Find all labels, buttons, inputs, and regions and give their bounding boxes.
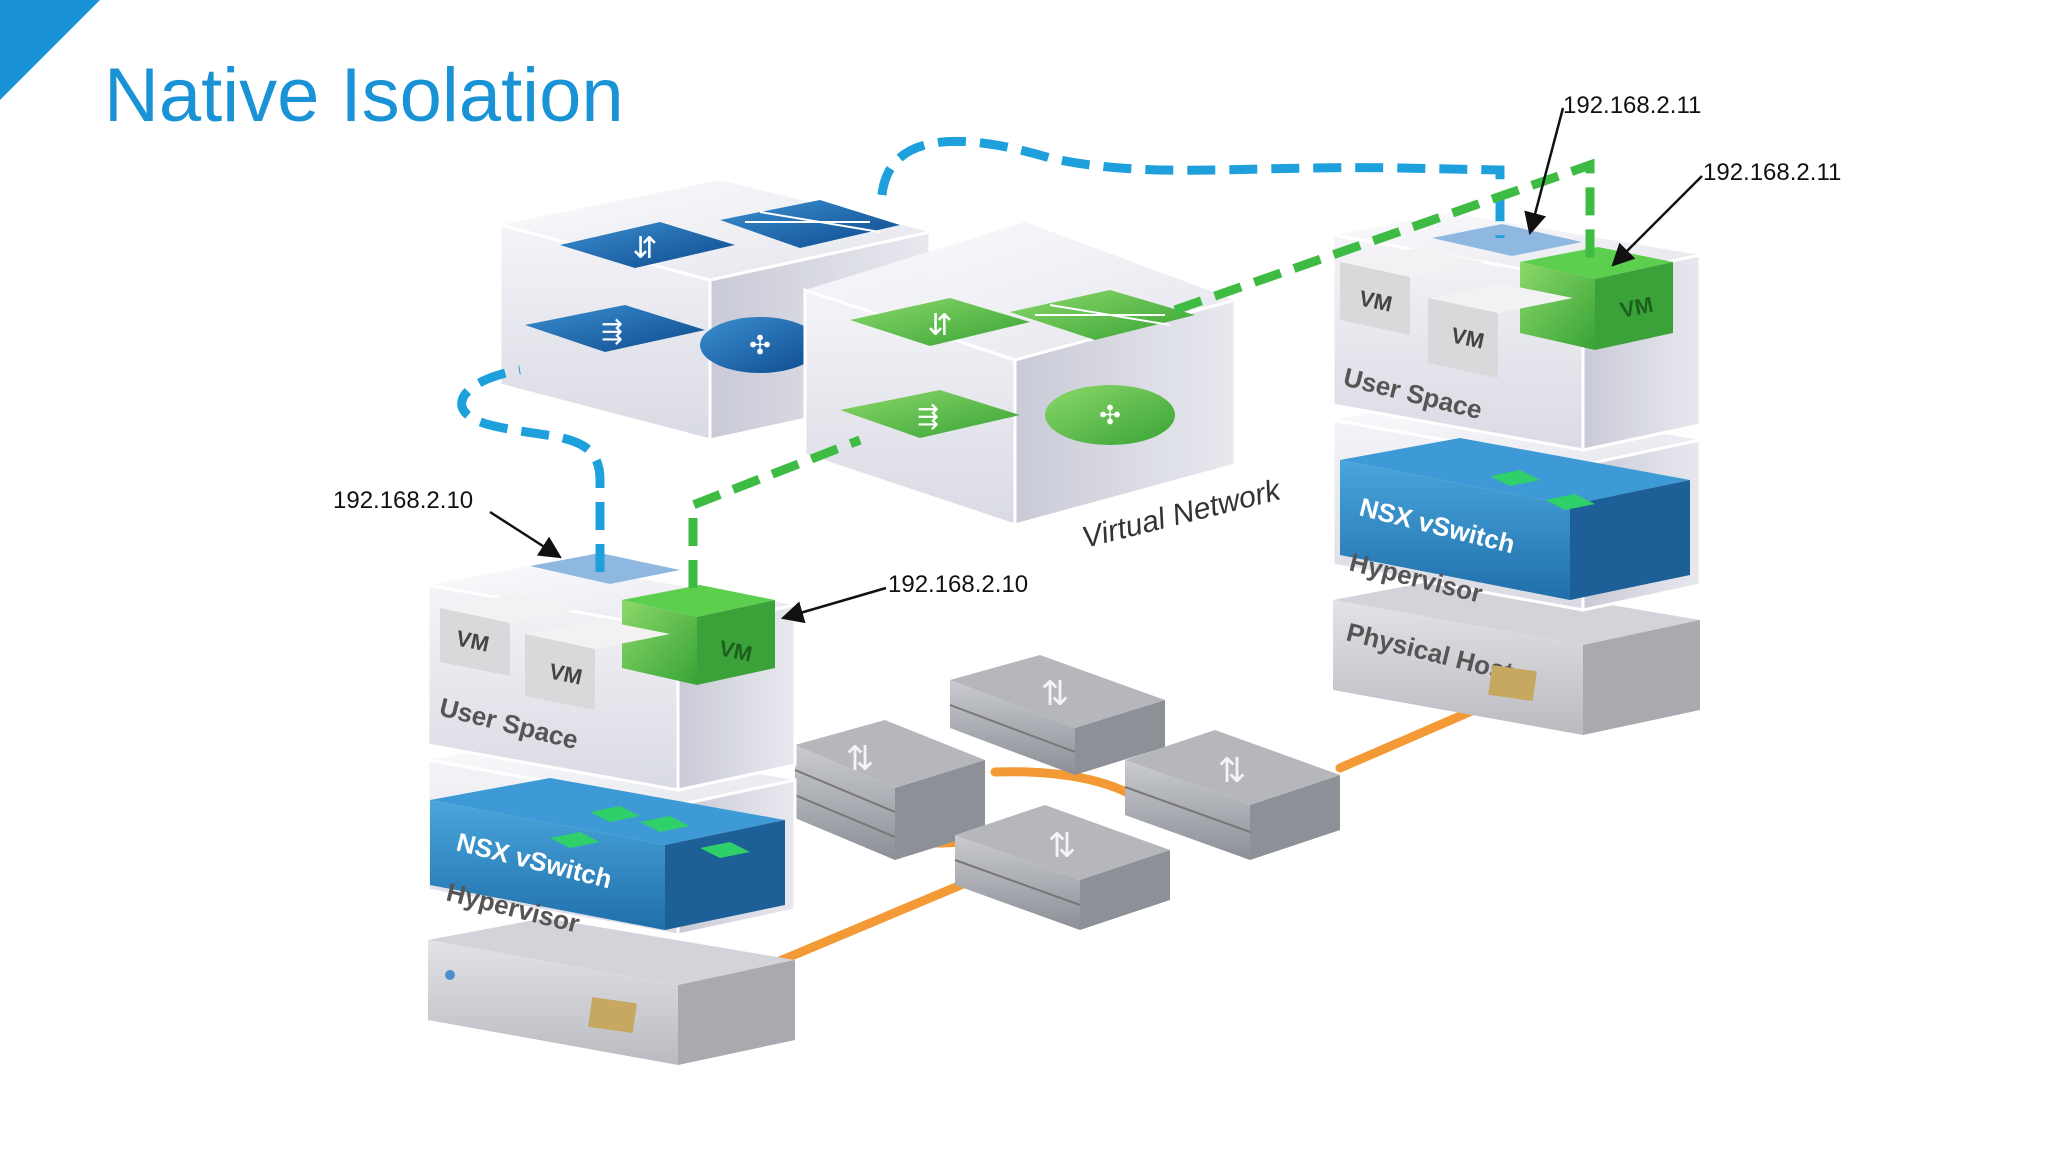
- hypervisor-box-left: NSX vSwitch Hypervisor: [426, 738, 797, 939]
- green-tile-router: ✣: [1045, 385, 1175, 445]
- green-tenant-path: [688, 435, 862, 588]
- switch-icon: ⇅: [846, 740, 875, 778]
- ip-label-left-blue: 192.168.2.10: [333, 487, 473, 514]
- ip-label-left-green: 192.168.2.10: [888, 571, 1028, 598]
- physical-switch: ⇅: [1124, 730, 1340, 860]
- green-tenant-path: [1173, 158, 1595, 315]
- load-balancer-icon: ⇶: [917, 401, 939, 431]
- switch-icon: ⇅: [1048, 827, 1077, 865]
- green-tile-firewall: [1010, 290, 1195, 340]
- host-left: NSX vSwitch Hypervisor VM VM VM User Spa…: [426, 553, 797, 1065]
- user-space-box-left: VM VM VM User Space: [426, 553, 797, 792]
- virtual-network-green: ⇵ ⇶ ✣ Virtual Network: [803, 222, 1285, 555]
- router-icon: ✣: [1099, 400, 1121, 430]
- switch-icon: ⇵: [927, 309, 952, 342]
- blue-tile-router: ✣: [700, 317, 820, 373]
- router-icon: ✣: [749, 330, 771, 360]
- ip-label-right-blue: 192.168.2.11: [1563, 92, 1701, 119]
- switch-icon: ⇅: [1041, 675, 1070, 713]
- host-right: Physical Host NSX vSwitch Hypervisor VM: [1331, 213, 1702, 735]
- load-balancer-icon: ⇶: [601, 316, 623, 346]
- switch-icon: ⇵: [632, 232, 657, 265]
- physical-link-right: [1335, 699, 1493, 773]
- user-space-box-right: VM VM VM User Space: [1331, 213, 1702, 452]
- physical-switch: ⇅: [954, 805, 1170, 930]
- slide-title: Native Isolation: [104, 53, 624, 138]
- switch-icon: ⇅: [1218, 752, 1247, 790]
- blue-tile-logical-switch: ⇵: [560, 222, 735, 268]
- blue-tenant-path: [877, 136, 1505, 238]
- physical-link-fabric-b: [990, 767, 1145, 805]
- ip-arrow: [780, 586, 887, 624]
- green-tile-load-balancer: ⇶: [840, 390, 1020, 438]
- blue-tile-firewall: [720, 200, 900, 248]
- ip-arrow: [489, 510, 562, 559]
- ip-label-right-green: 192.168.2.11: [1703, 159, 1841, 186]
- ip-arrow: [1524, 107, 1565, 236]
- physical-server-right: Physical Host: [1333, 578, 1700, 735]
- green-tile-logical-switch: ⇵: [850, 298, 1030, 346]
- physical-server-left: [428, 918, 795, 1065]
- ip-arrow: [1611, 175, 1703, 267]
- physical-switch: ⇅: [949, 655, 1165, 775]
- slide-corner-accent: [0, 0, 100, 100]
- firewall-icon: [745, 211, 881, 233]
- blue-tile-load-balancer: ⇶: [525, 305, 705, 352]
- firewall-icon: [1035, 304, 1171, 326]
- physical-network: ⇅ ⇅ ⇅ ⇅: [615, 655, 1493, 1033]
- blue-tenant-path: [457, 365, 605, 572]
